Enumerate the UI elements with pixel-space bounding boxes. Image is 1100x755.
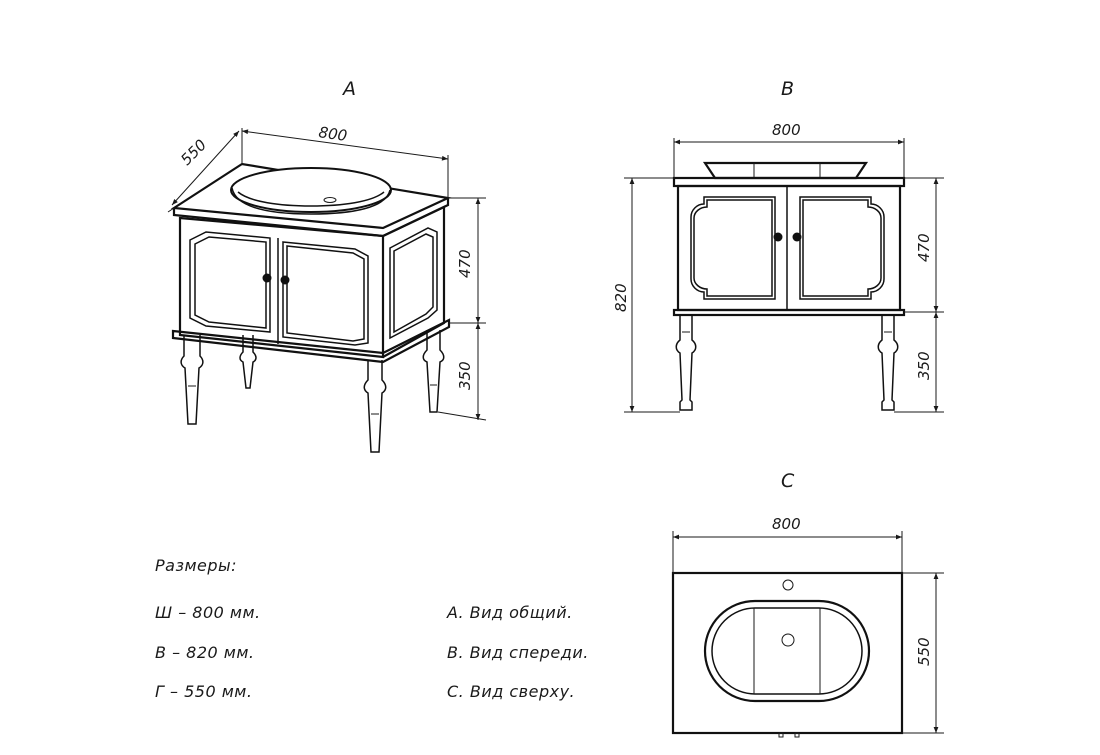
view-a-width-label: 800 (317, 123, 348, 145)
size-item-width: Ш – 800 мм. (155, 603, 261, 622)
legend-item-top: С. Вид сверху. (447, 682, 575, 701)
knob-icon (280, 275, 290, 285)
view-c-width-label: 800 (772, 515, 801, 533)
view-a-legs (180, 330, 445, 453)
size-item-height: В – 820 мм. (155, 643, 255, 662)
view-b-front: B 800 (612, 78, 944, 413)
view-a-basin (230, 167, 392, 215)
view-b-width-label: 800 (772, 121, 801, 139)
view-c-countertop (671, 571, 904, 738)
view-c-label: C (781, 470, 795, 492)
view-b-label: B (781, 78, 794, 100)
size-item-depth: Г – 550 мм. (155, 682, 252, 701)
view-c-depth-label: 550 (915, 637, 933, 666)
sizes-heading: Размеры: (155, 556, 237, 575)
view-b-leg-label: 350 (915, 351, 933, 380)
view-b-dimensions: 800 820 470 350 (612, 121, 944, 413)
view-c-top: C 800 550 (671, 470, 944, 738)
view-b-legs (675, 315, 899, 411)
views-legend: А. Вид общий. B. Вид спереди. С. Вид све… (446, 603, 589, 701)
view-b-basin (702, 161, 869, 180)
legend-item-front: B. Вид спереди. (447, 643, 589, 662)
knob-icon (792, 232, 802, 242)
view-a-label: A (341, 78, 356, 100)
view-b-height-label: 470 (915, 233, 933, 262)
sizes-notes: Размеры: Ш – 800 мм. В – 820 мм. Г – 550… (155, 556, 261, 701)
view-a-general: A (167, 78, 487, 453)
view-b-cabinet (672, 176, 906, 317)
view-a-height-label: 470 (456, 249, 474, 278)
view-b-total-height-label: 820 (612, 283, 630, 312)
legend-item-general: А. Вид общий. (446, 603, 573, 622)
view-c-dimensions: 800 550 (672, 515, 944, 734)
view-a-leg-label: 350 (456, 361, 474, 390)
knob-icon (262, 273, 272, 283)
knob-icon (773, 232, 783, 242)
view-a-depth-label: 550 (177, 136, 210, 169)
